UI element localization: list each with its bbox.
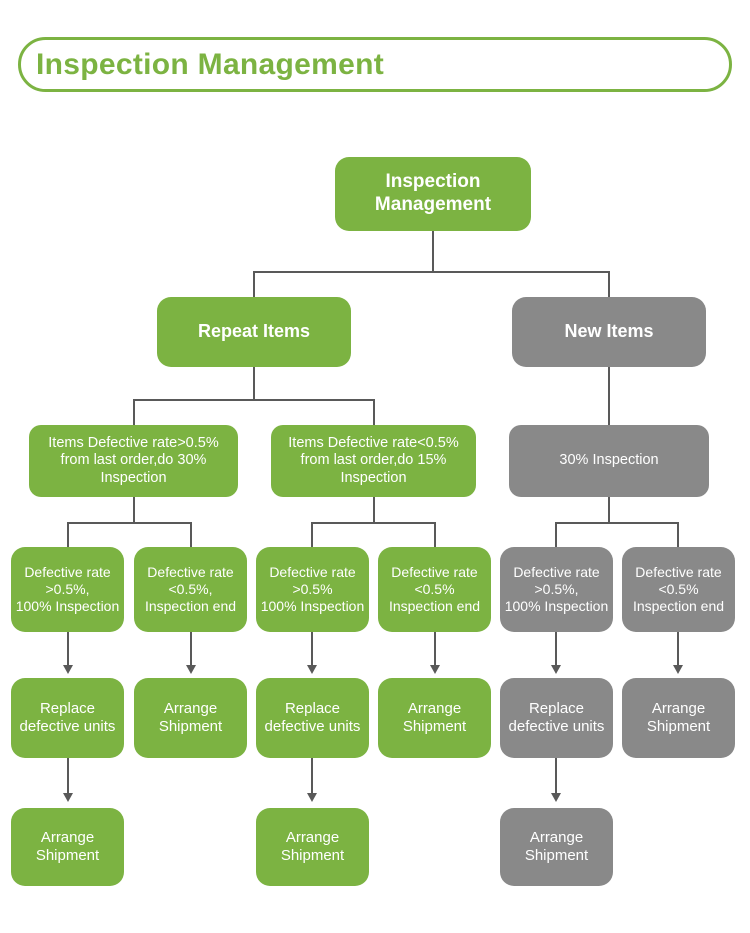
connector-root-drop-1 — [253, 271, 255, 298]
connector-l3c-drop-1 — [555, 522, 557, 547]
connector-l3c-bar — [556, 522, 679, 524]
arrow-l4-l5-4-line — [434, 632, 436, 672]
arrow-l4-l5-1-line — [67, 632, 69, 672]
arrow-l4-l5-5-line — [555, 632, 557, 672]
connector-repeat-drop-1 — [133, 399, 135, 426]
connector-root-drop-2 — [608, 271, 610, 298]
connector-l3b-drop-2 — [434, 522, 436, 547]
node-l5-arrange-shipment-3[interactable]: Arrange Shipment — [622, 678, 735, 758]
node-repeat-high-defect-rate[interactable]: Items Defective rate>0.5% from last orde… — [29, 425, 238, 497]
connector-repeat-stem — [253, 367, 255, 400]
connector-root-bar — [254, 271, 610, 273]
arrow-l4-l5-2-line — [190, 632, 192, 672]
connector-repeat-bar — [134, 399, 374, 401]
connector-repeat-drop-2 — [373, 399, 375, 426]
arrow-l4-l5-1-head — [63, 665, 73, 674]
node-l5-arrange-shipment-2[interactable]: Arrange Shipment — [378, 678, 491, 758]
node-l6-arrange-shipment-3[interactable]: Arrange Shipment — [500, 808, 613, 886]
arrow-l4-l5-5-head — [551, 665, 561, 674]
page-title: Inspection Management — [36, 48, 385, 81]
arrow-l4-l5-4-head — [430, 665, 440, 674]
header-banner — [18, 37, 732, 92]
node-repeat-items[interactable]: Repeat Items — [157, 297, 351, 367]
connector-root-stem — [432, 231, 434, 272]
connector-l3a-drop-2 — [190, 522, 192, 547]
arrow-l5-l6-3-head — [551, 793, 561, 802]
arrow-l4-l5-3-line — [311, 632, 313, 672]
node-l4-repeat-low-inspection-end[interactable]: Defective rate <0.5% Inspection end — [378, 547, 491, 632]
node-l4-repeat-high-inspection-end[interactable]: Defective rate <0.5%, Inspection end — [134, 547, 247, 632]
arrow-l4-l5-6-head — [673, 665, 683, 674]
arrow-l4-l5-6-line — [677, 632, 679, 672]
node-new-items[interactable]: New Items — [512, 297, 706, 367]
connector-l3a-drop-1 — [67, 522, 69, 547]
connector-l3b-drop-1 — [311, 522, 313, 547]
node-l5-replace-defective-units-2[interactable]: Replace defective units — [256, 678, 369, 758]
arrow-l5-l6-2-head — [307, 793, 317, 802]
connector-l3a-stem — [133, 497, 135, 523]
arrow-l5-l6-3-line — [555, 758, 557, 800]
node-l5-replace-defective-units-1[interactable]: Replace defective units — [11, 678, 124, 758]
connector-l3b-stem — [373, 497, 375, 523]
node-l4-new-100-inspection[interactable]: Defective rate >0.5%, 100% Inspection — [500, 547, 613, 632]
arrow-l5-l6-2-line — [311, 758, 313, 800]
connector-l3c-drop-2 — [677, 522, 679, 547]
node-new-items-30-inspection[interactable]: 30% Inspection — [509, 425, 709, 497]
connector-l3a-bar — [68, 522, 192, 524]
node-l4-repeat-low-100-inspection[interactable]: Defective rate >0.5% 100% Inspection — [256, 547, 369, 632]
connector-l3b-bar — [312, 522, 436, 524]
node-repeat-low-defect-rate[interactable]: Items Defective rate<0.5% from last orde… — [271, 425, 476, 497]
node-l4-repeat-high-100-inspection[interactable]: Defective rate >0.5%, 100% Inspection — [11, 547, 124, 632]
node-inspection-management[interactable]: Inspection Management — [335, 157, 531, 231]
connector-l3c-stem — [608, 497, 610, 523]
node-l5-replace-defective-units-3[interactable]: Replace defective units — [500, 678, 613, 758]
node-l4-new-inspection-end[interactable]: Defective rate <0.5% Inspection end — [622, 547, 735, 632]
connector-new-items-stem — [608, 367, 610, 426]
arrow-l5-l6-1-line — [67, 758, 69, 800]
arrow-l4-l5-3-head — [307, 665, 317, 674]
arrow-l4-l5-2-head — [186, 665, 196, 674]
node-l6-arrange-shipment-2[interactable]: Arrange Shipment — [256, 808, 369, 886]
node-l6-arrange-shipment-1[interactable]: Arrange Shipment — [11, 808, 124, 886]
node-l5-arrange-shipment-1[interactable]: Arrange Shipment — [134, 678, 247, 758]
arrow-l5-l6-1-head — [63, 793, 73, 802]
